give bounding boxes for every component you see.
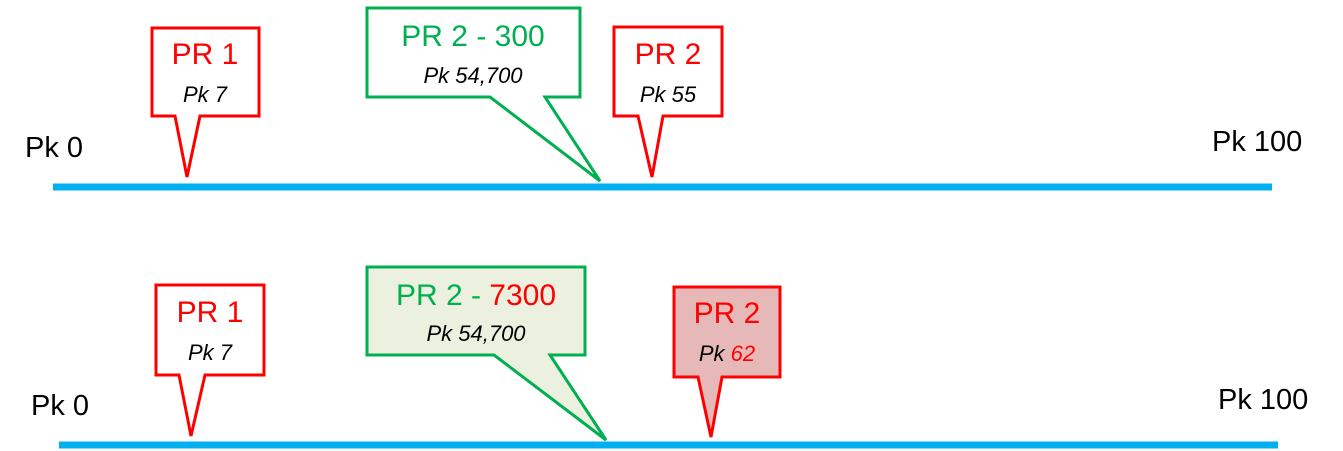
row2-pr2-offset-subtitle: Pk 54,700: [426, 321, 526, 346]
row2-end-label: Pk 100: [1218, 384, 1309, 416]
row1-pr2-title: PR 2: [634, 38, 702, 71]
row2-pr2-offset-title: PR 2 - 7300: [395, 279, 557, 312]
row2-pr2-subtitle: Pk 62: [698, 341, 756, 366]
row1-pr2-offset-title: PR 2 - 300: [401, 20, 545, 53]
row1-pr2-offset-subtitle: Pk 54,700: [423, 63, 523, 88]
row1-pr2-callout: [612, 25, 724, 178]
row1-pr2-offset-callout: [365, 6, 602, 183]
row2-pr1-subtitle: Pk 7: [187, 340, 233, 365]
row1-pr1-subtitle: Pk 7: [182, 82, 228, 107]
row1-pr1-title: PR 1: [171, 38, 239, 71]
row2-pr2-title: PR 2: [693, 297, 761, 330]
row1-start-label: Pk 0: [25, 132, 84, 164]
row2-pr2-callout: [672, 285, 782, 438]
row2-pr1-title: PR 1: [176, 296, 244, 329]
row2-pr1-callout: [154, 283, 266, 437]
row1-end-label: Pk 100: [1212, 126, 1303, 158]
row1-pr2-subtitle: Pk 55: [639, 82, 697, 107]
row1-pr1-callout: [150, 26, 261, 178]
row2-start-label: Pk 0: [31, 390, 90, 422]
row2-pr2-offset-callout: [365, 265, 608, 442]
